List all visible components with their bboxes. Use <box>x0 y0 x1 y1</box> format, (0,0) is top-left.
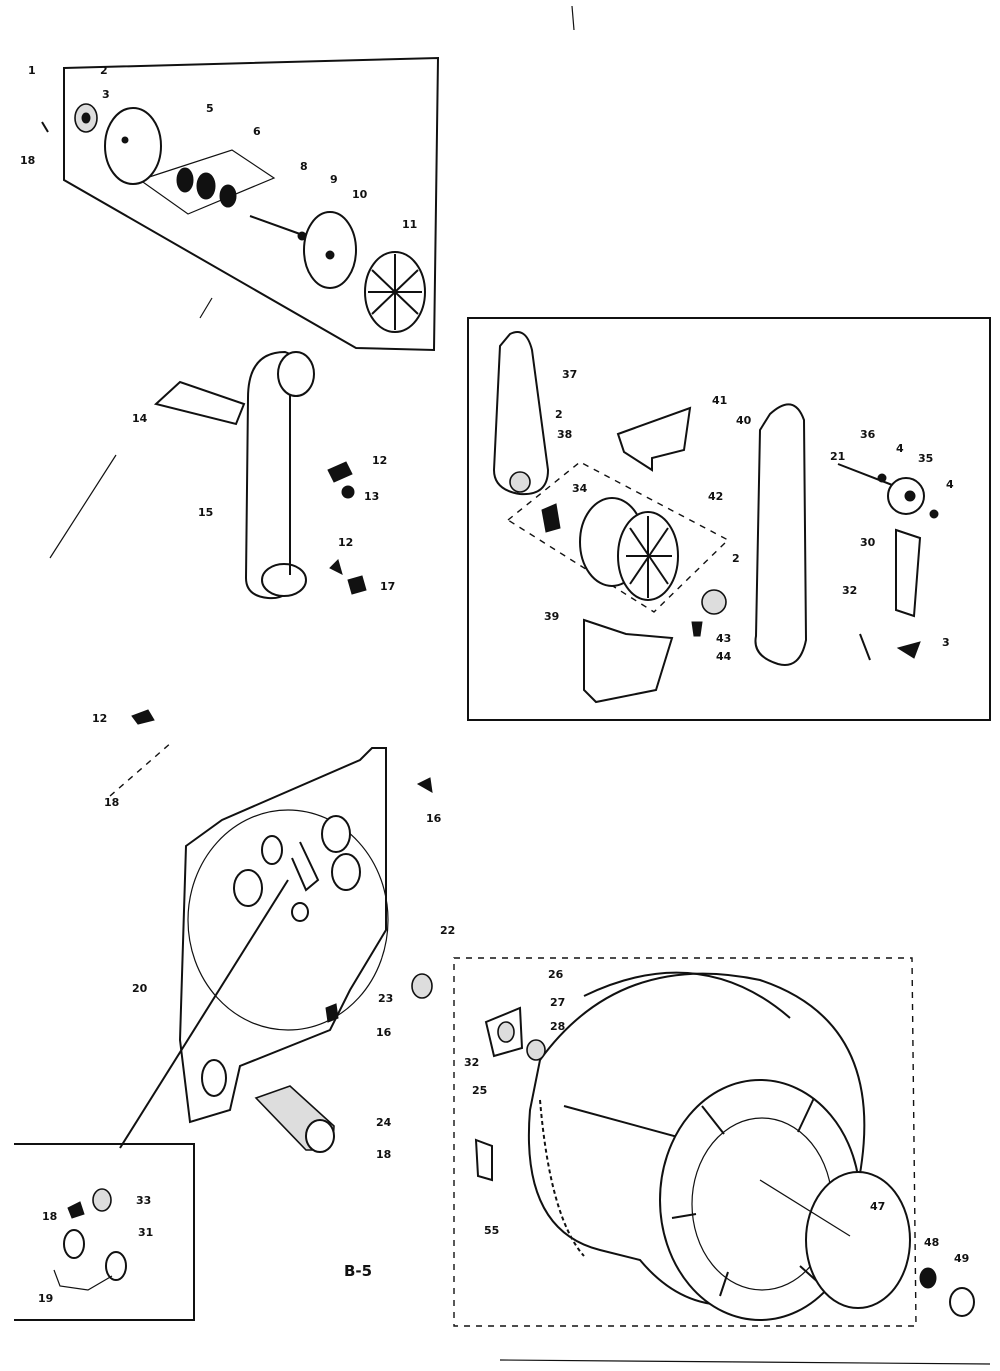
blower-assembly: 1 2 3 5 6 8 9 10 11 18 <box>20 56 440 559</box>
bracket-part <box>153 380 246 426</box>
label-3: 3 <box>102 88 110 101</box>
drum-seal-part <box>805 1171 911 1309</box>
label-44: 44 <box>716 650 732 663</box>
label-25: 25 <box>472 1084 487 1097</box>
label-12b: 12 <box>338 536 353 549</box>
label-2: 2 <box>100 64 108 77</box>
page-code: B-5 <box>344 1262 372 1280</box>
label-15: 15 <box>198 506 213 519</box>
pulley-small-part <box>74 103 98 133</box>
label-38: 38 <box>557 428 572 441</box>
label-31: 31 <box>138 1226 153 1239</box>
label-10: 10 <box>352 188 368 201</box>
label-23: 23 <box>378 992 393 1005</box>
motor-part <box>579 497 679 601</box>
label-17: 17 <box>380 580 395 593</box>
label-35: 35 <box>918 452 933 465</box>
label-34: 34 <box>572 482 588 495</box>
blower-disc-part <box>303 211 357 289</box>
label-18d: 18 <box>42 1210 57 1223</box>
label-4: 4 <box>896 442 904 455</box>
label-33: 33 <box>136 1194 151 1207</box>
label-12: 12 <box>372 454 387 467</box>
label-22: 22 <box>440 924 455 937</box>
label-42: 42 <box>708 490 723 503</box>
label-47: 47 <box>870 1200 885 1213</box>
label-27: 27 <box>550 996 565 1009</box>
bulkhead-assembly: 12 18 16 20 23 16 24 18 <box>92 709 442 1161</box>
motor-assembly-frame <box>467 317 991 721</box>
label-24: 24 <box>376 1116 392 1129</box>
label-2b: 2 <box>555 408 563 421</box>
label-19: 19 <box>38 1292 53 1305</box>
label-36: 36 <box>860 428 876 441</box>
label-18b: 18 <box>104 796 119 809</box>
label-4b: 4 <box>946 478 954 491</box>
label-6: 6 <box>253 125 261 138</box>
drum-assembly-frame <box>453 957 917 1327</box>
label-12c: 12 <box>92 712 107 725</box>
pulley-disc-part <box>104 107 162 185</box>
label-32b: 32 <box>464 1056 479 1069</box>
label-1: 1 <box>28 64 36 77</box>
label-5: 5 <box>206 102 214 115</box>
label-16b: 16 <box>376 1026 392 1039</box>
motor-assembly: 37 2 38 41 40 36 4 35 21 4 34 42 2 30 39… <box>467 317 991 721</box>
detail-inset-frame <box>14 1143 195 1321</box>
bearing-set-part <box>176 167 237 208</box>
label-20: 20 <box>132 982 148 995</box>
label-48: 48 <box>924 1236 939 1249</box>
label-30: 30 <box>860 536 876 549</box>
label-8: 8 <box>300 160 308 173</box>
label-2c: 2 <box>732 552 740 565</box>
blower-wheel-part <box>364 251 426 333</box>
label-39: 39 <box>544 610 559 623</box>
shaft-part <box>249 215 307 241</box>
label-16: 16 <box>426 812 442 825</box>
detail-inset: 18 33 31 19 <box>14 1143 195 1321</box>
label-26: 26 <box>548 968 564 981</box>
label-28: 28 <box>550 1020 565 1033</box>
label-11: 11 <box>402 218 417 231</box>
cradle-part <box>583 618 674 704</box>
label-41: 41 <box>712 394 727 407</box>
motor-mount-part <box>616 406 692 472</box>
label-14: 14 <box>132 412 148 425</box>
idler-belt-part <box>754 403 808 666</box>
label-40: 40 <box>736 414 752 427</box>
label-21: 21 <box>830 450 845 463</box>
label-18c: 18 <box>376 1148 391 1161</box>
label-55: 55 <box>484 1224 499 1237</box>
duct-assembly: 14 12 13 15 12 17 <box>132 350 395 600</box>
label-18-top: 18 <box>20 154 35 167</box>
drum-assembly: 22 26 27 28 32 25 55 47 48 49 <box>440 924 975 1327</box>
label-37: 37 <box>562 368 577 381</box>
label-43: 43 <box>716 632 731 645</box>
label-32: 32 <box>842 584 857 597</box>
blower-assembly-panel <box>63 56 440 352</box>
rear-bearing-bracket-part <box>484 1006 524 1058</box>
label-3b: 3 <box>942 636 950 649</box>
idler-arm-part <box>895 528 922 618</box>
label-49: 49 <box>954 1252 969 1265</box>
label-9: 9 <box>330 173 338 186</box>
drum-belt-part <box>492 331 550 496</box>
label-13: 13 <box>364 490 379 503</box>
